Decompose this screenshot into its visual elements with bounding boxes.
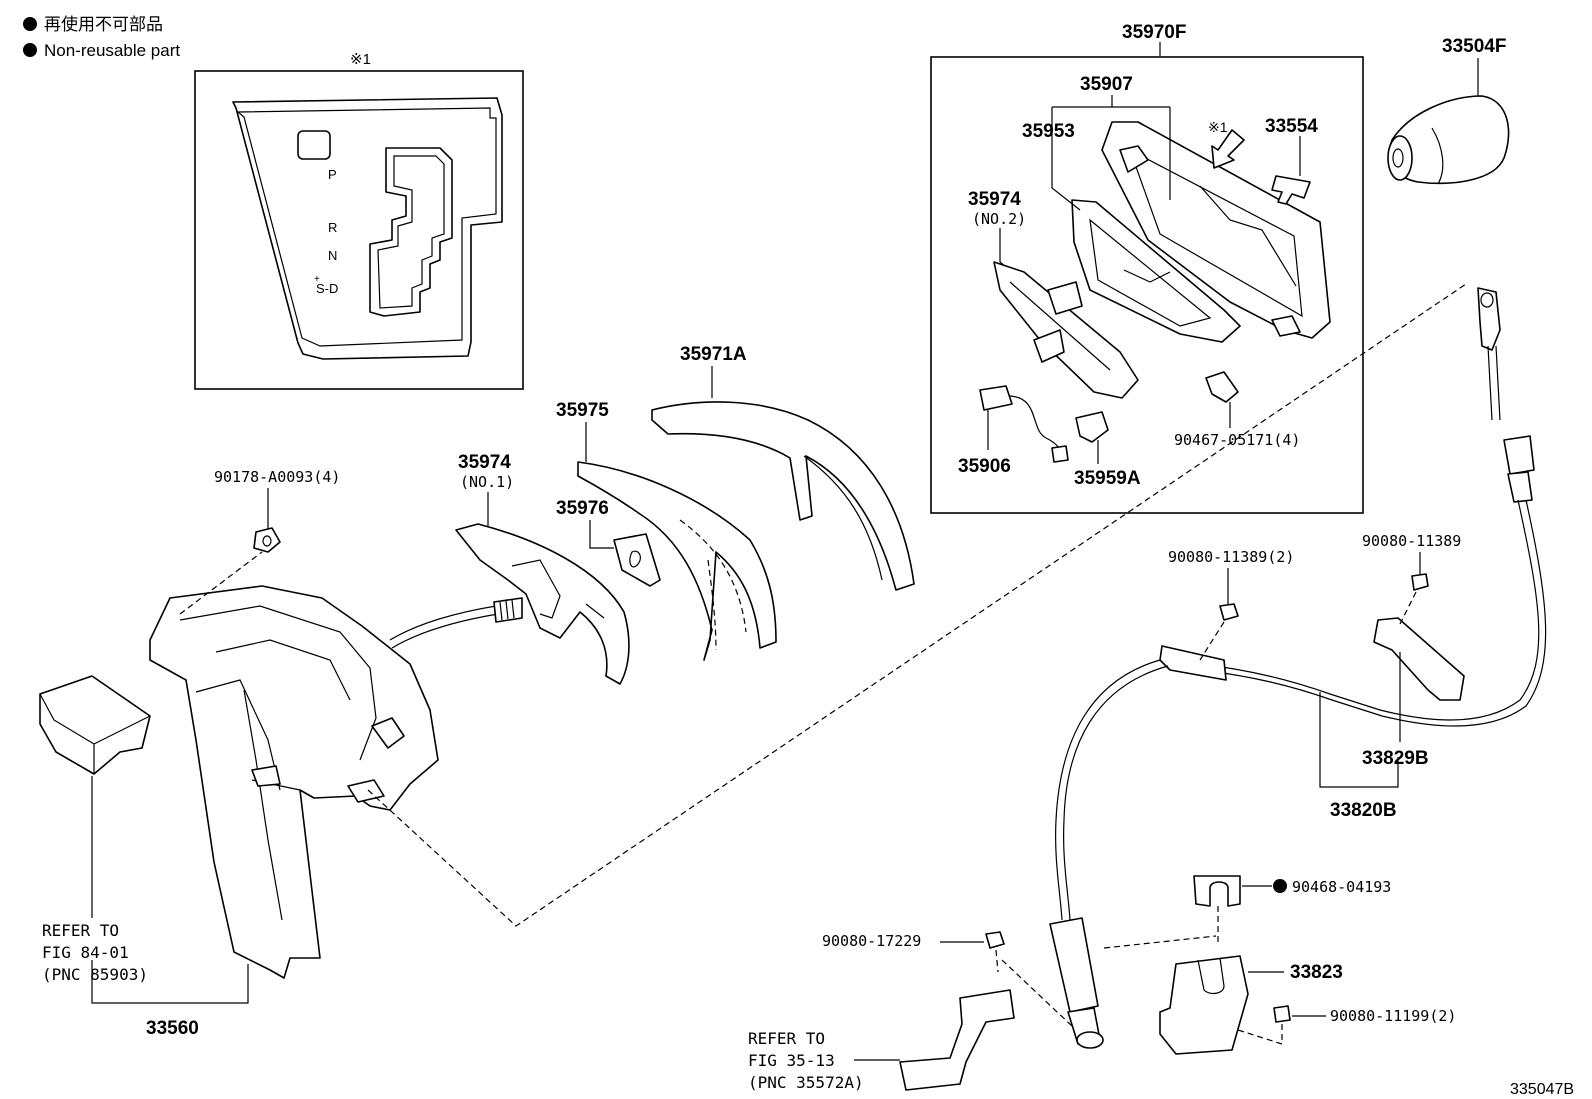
gear-p: P bbox=[328, 167, 337, 182]
part-90467: 90467-05171(4) bbox=[1174, 371, 1300, 449]
label-33820B: 33820B bbox=[1330, 800, 1397, 821]
label-33829B: 33829B bbox=[1362, 748, 1429, 769]
label-35974-no2: 35974 bbox=[968, 189, 1021, 210]
label-33504F: 33504F bbox=[1442, 36, 1506, 57]
part-35976: 35976 bbox=[556, 498, 661, 587]
label-35959A: 35959A bbox=[1074, 468, 1141, 489]
arrow-down-left-icon bbox=[1211, 129, 1245, 169]
nut-icon bbox=[253, 527, 281, 553]
clip-icon bbox=[1271, 175, 1311, 205]
bolt-icon bbox=[1411, 573, 1429, 591]
ref1-line1: REFER TO bbox=[42, 921, 119, 940]
gear-r: R bbox=[328, 220, 337, 235]
label-33823: 33823 bbox=[1290, 962, 1343, 983]
u-clip bbox=[1193, 875, 1241, 907]
bolt-icon bbox=[1219, 603, 1239, 621]
label-35976: 35976 bbox=[556, 498, 609, 519]
part-90080-11389: 90080-11389 bbox=[1362, 532, 1461, 625]
part-33560 bbox=[149, 283, 1467, 979]
label-90080-17229: 90080-17229 bbox=[822, 932, 921, 950]
part-33829B: 33829B bbox=[1362, 617, 1465, 769]
part-90080-17229: 90080-17229 bbox=[822, 931, 1073, 1091]
part-33823: 33823 bbox=[1159, 955, 1343, 1055]
legend-japanese: 再使用不可部品 bbox=[44, 14, 163, 34]
part-console-cover bbox=[39, 675, 151, 918]
label-35907: 35907 bbox=[1080, 74, 1133, 95]
linkage-lever bbox=[899, 989, 1015, 1091]
label-90468: 90468-04193 bbox=[1292, 878, 1391, 896]
part-90178: 90178-A0093(4) bbox=[214, 468, 340, 553]
part-90080-11199: 90080-11199(2) bbox=[1237, 1005, 1456, 1045]
label-35974-no2-sub: (NO.2) bbox=[972, 210, 1026, 228]
label-35907-group: 35907 bbox=[1052, 74, 1171, 200]
kit-frame bbox=[930, 56, 1364, 514]
label-35953: 35953 bbox=[1022, 121, 1075, 142]
ref-fig-35-13: REFER TO FIG 35-13 (PNC 35572A) bbox=[748, 1029, 900, 1092]
label-35974-no1-sub: (NO.1) bbox=[460, 473, 514, 491]
part-35974-no1: 35974 (NO.1) bbox=[455, 452, 630, 685]
part-35906: 35906 bbox=[958, 385, 1069, 477]
part-90080-11389-2: 90080-11389(2) bbox=[1168, 548, 1294, 661]
inset-note: ※1 bbox=[350, 51, 371, 68]
ref-fig-84-01: REFER TO FIG 84-01 (PNC 85903) bbox=[42, 921, 148, 984]
button-recess bbox=[297, 130, 331, 160]
gear-s-d: S-D bbox=[316, 281, 338, 296]
ref2-line3: (PNC 35572A) bbox=[748, 1073, 864, 1092]
legend: 再使用不可部品 Non-reusable part bbox=[23, 14, 180, 60]
view-arrow: ※1 bbox=[1208, 119, 1245, 169]
label-90080-11199: 90080-11199(2) bbox=[1330, 1007, 1456, 1025]
non-reusable-bullet-icon bbox=[23, 17, 37, 31]
gear-plus-mark: + bbox=[314, 274, 320, 285]
label-35974-no1: 35974 bbox=[458, 452, 511, 473]
figure-id: 335047B bbox=[1510, 1081, 1574, 1098]
part-35959A: 35959A bbox=[1074, 411, 1141, 489]
label-35970F: 35970F bbox=[1122, 22, 1186, 43]
label-33560: 33560 bbox=[146, 1018, 199, 1039]
ref1-line3: (PNC 85903) bbox=[42, 965, 148, 984]
label-90178: 90178-A0093(4) bbox=[214, 468, 340, 486]
arrow-note: ※1 bbox=[1208, 119, 1228, 135]
label-35906: 35906 bbox=[958, 456, 1011, 477]
part-35975: 35975 bbox=[556, 400, 777, 661]
label-35953-group: 35953 bbox=[1022, 107, 1081, 211]
non-reusable-bullet-icon bbox=[1273, 879, 1287, 893]
label-90080-11389: 90080-11389 bbox=[1362, 532, 1461, 550]
part-35974-no2: 35974 (NO.2) bbox=[968, 189, 1139, 399]
label-35975: 35975 bbox=[556, 400, 609, 421]
ref2-line2: FIG 35-13 bbox=[748, 1051, 835, 1070]
nut-icon bbox=[985, 931, 1005, 949]
non-reusable-bullet-icon bbox=[23, 43, 37, 57]
label-33554: 33554 bbox=[1265, 116, 1318, 137]
part-33504F: 33504F bbox=[1387, 36, 1510, 185]
label-33820B-group: 33820B bbox=[1319, 692, 1399, 821]
part-90468: 90468-04193 bbox=[1103, 875, 1391, 949]
shift-gate bbox=[369, 147, 453, 317]
inset-panel: ※1 P R N + S-D bbox=[194, 51, 524, 390]
shift-cable bbox=[1049, 287, 1547, 1049]
ref1-line2: FIG 84-01 bbox=[42, 943, 129, 962]
label-35971A: 35971A bbox=[680, 344, 747, 365]
part-35971A: 35971A bbox=[651, 344, 915, 591]
indicator-housing bbox=[1071, 121, 1331, 343]
inset-frame bbox=[194, 70, 524, 390]
label-33560-group: 33560 bbox=[91, 960, 249, 1039]
label-90080-11389-2: 90080-11389(2) bbox=[1168, 548, 1294, 566]
bolt-icon bbox=[1273, 1005, 1291, 1023]
gear-n: N bbox=[328, 248, 337, 263]
legend-english: Non-reusable part bbox=[44, 41, 180, 60]
part-33554: 33554 bbox=[1265, 116, 1318, 205]
ref2-line1: REFER TO bbox=[748, 1029, 825, 1048]
label-90467: 90467-05171(4) bbox=[1174, 431, 1300, 449]
kit-box: 35970F bbox=[930, 22, 1364, 514]
